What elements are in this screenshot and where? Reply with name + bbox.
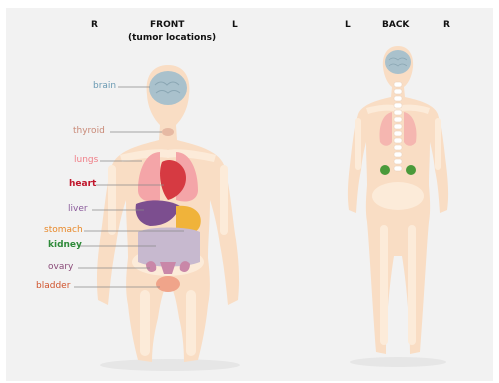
back-brain <box>385 50 411 74</box>
back-figure <box>348 46 448 367</box>
label-brain: brain <box>93 81 116 91</box>
front-right-side-marker: R <box>91 20 98 30</box>
front-brain <box>149 71 187 105</box>
back-left-side-marker: L <box>345 20 351 30</box>
back-right-side-marker: R <box>443 20 450 30</box>
front-figure <box>97 65 240 371</box>
label-heart: heart <box>69 179 96 189</box>
label-liver: liver <box>68 204 88 214</box>
front-left-side-marker: L <box>232 20 238 30</box>
label-ovary: ovary <box>48 262 73 272</box>
front-intestines <box>138 228 200 267</box>
label-lungs: lungs <box>74 155 98 165</box>
front-bladder <box>156 276 180 292</box>
front-thyroid <box>162 128 174 136</box>
label-stomach: stomach <box>44 225 83 235</box>
label-thyroid: thyroid <box>73 126 105 136</box>
front-subtitle: (tumor locations) <box>128 33 216 43</box>
label-kidney: kidney <box>48 240 82 250</box>
back-kidney-right <box>406 165 416 175</box>
label-bladder: bladder <box>36 281 70 291</box>
back-title: BACK <box>382 20 409 30</box>
back-kidney-left <box>380 165 390 175</box>
front-title: FRONT <box>150 20 184 30</box>
